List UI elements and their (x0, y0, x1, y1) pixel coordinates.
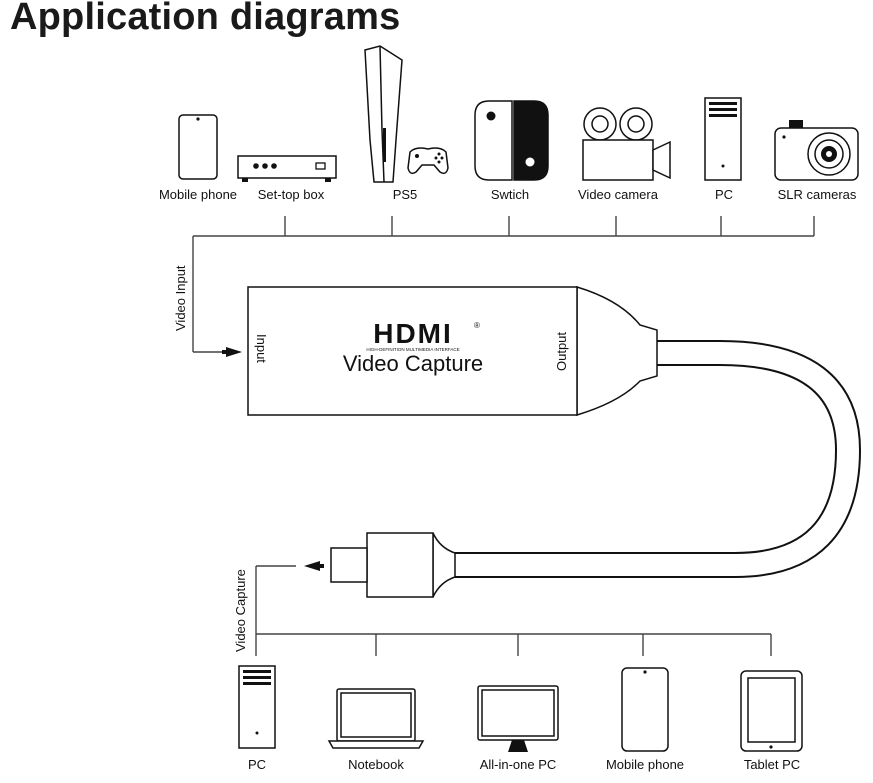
input-device-label: Set-top box (258, 187, 325, 202)
input-device-label: PS5 (393, 187, 418, 202)
input-bus (192, 216, 815, 357)
input-device-label: SLR cameras (778, 187, 857, 202)
pc-tower-icon (704, 97, 742, 181)
hdmi-trademark: ® (474, 321, 480, 330)
input-device-labels: Mobile phone Set-top box PS5 Swtich Vide… (159, 187, 857, 202)
input-arrow-icon (226, 347, 242, 357)
output-device-label: PC (248, 757, 266, 772)
output-device-label: Tablet PC (744, 757, 800, 772)
set-top-box-icon (237, 155, 337, 182)
input-port-label: Input (254, 334, 269, 363)
output-device-label: Notebook (348, 757, 404, 772)
tablet-icon (740, 670, 803, 752)
video-camera-icon (582, 107, 671, 181)
pc-tower-icon (238, 665, 276, 749)
video-capture-label: Video Capture (233, 569, 248, 652)
capture-device: HDMI ® HIGH-DEFINITION MULTIMEDIA INTERF… (247, 285, 861, 598)
input-device-label: Mobile phone (159, 187, 237, 202)
all-in-one-pc-icon (477, 685, 559, 752)
notebook-icon (327, 688, 425, 749)
ps5-icon (364, 45, 449, 183)
mobile-phone-icon (178, 114, 218, 180)
slr-camera-icon (774, 120, 859, 181)
product-name: Video Capture (343, 351, 483, 376)
hdmi-logo: HDMI (373, 318, 453, 349)
output-device-label: All-in-one PC (480, 757, 557, 772)
video-input-label: Video Input (173, 265, 188, 331)
hdmi-tagline: HIGH-DEFINITION MULTIMEDIA INTERFACE (366, 347, 459, 352)
switch-icon (474, 100, 549, 181)
mobile-phone-icon (621, 667, 669, 752)
page-title: Application diagrams (10, 0, 401, 38)
output-port-label: Output (554, 332, 569, 371)
output-arrow-icon (304, 561, 320, 571)
input-device-label: Video camera (578, 187, 659, 202)
output-bus (255, 561, 772, 656)
input-device-label: Swtich (491, 187, 529, 202)
input-device-label: PC (715, 187, 733, 202)
output-device-label: Mobile phone (606, 757, 684, 772)
output-device-labels: PC Notebook All-in-one PC Mobile phone T… (248, 757, 800, 772)
